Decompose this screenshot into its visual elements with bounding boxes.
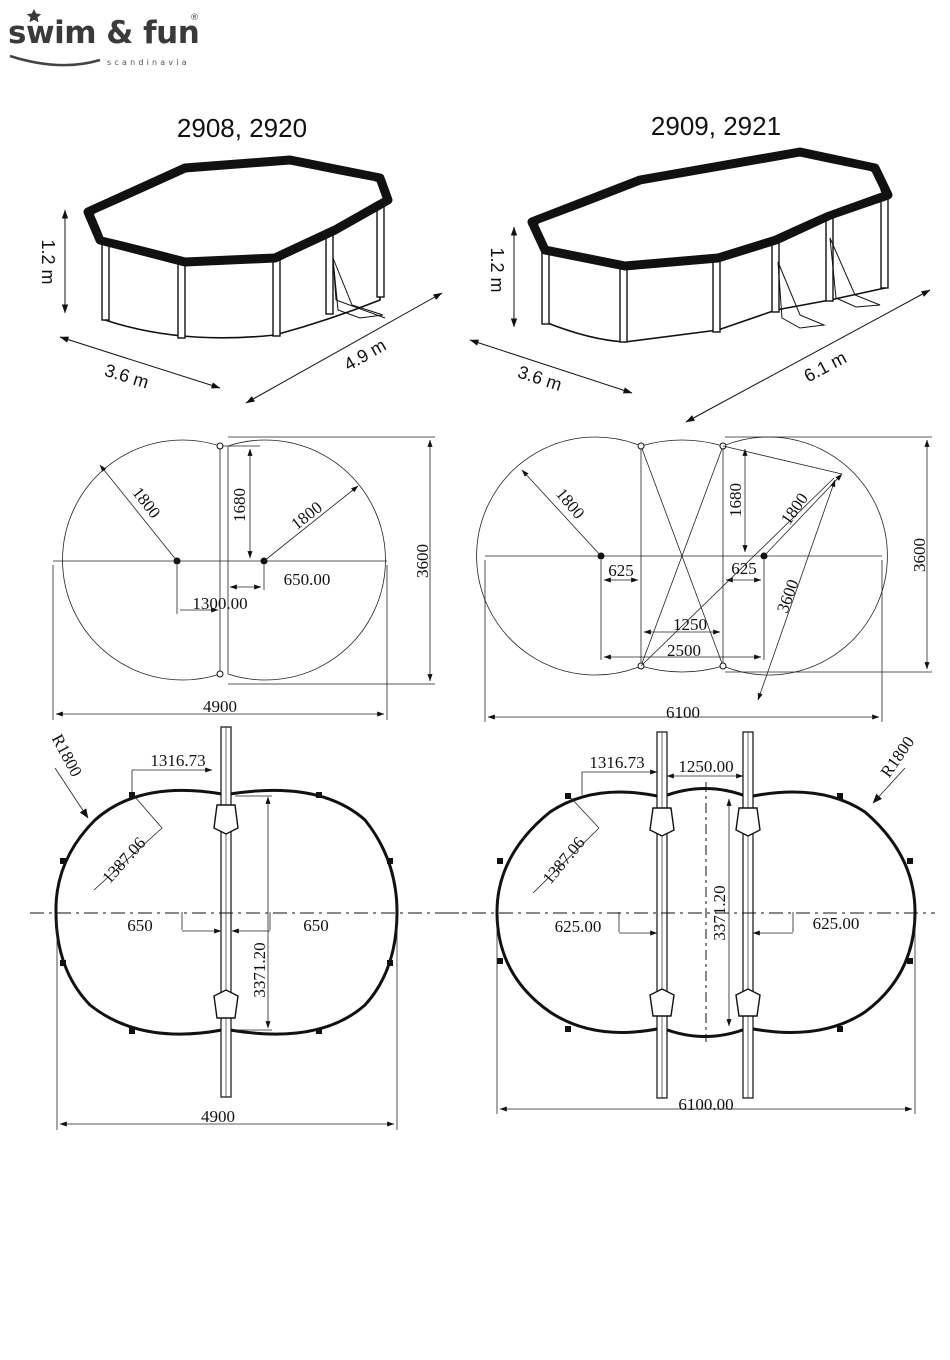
right-length-label: 6.1 m — [801, 347, 850, 386]
right-frame-offset-right: 625.00 — [813, 914, 860, 933]
left-height-label: 1.2 m — [38, 239, 58, 284]
left-frame-total-length: 4900 — [201, 1107, 235, 1126]
left-plan-half-straight: 1680 — [230, 488, 249, 522]
left-plan-radius-a: 1800 — [128, 483, 164, 521]
left-frame-offset-right: 650 — [303, 916, 329, 935]
left-frame — [30, 727, 465, 1130]
right-frame-chord-diag: 1387.06 — [539, 833, 589, 888]
right-plan-total-width: 3600 — [910, 538, 929, 572]
left-plan-total-width: 3600 — [413, 544, 432, 578]
left-frame-chord-top: 1316.73 — [150, 751, 205, 770]
right-plan-radius-a: 1800 — [552, 484, 588, 522]
left-plan-center-distance: 1300.00 — [192, 594, 247, 613]
left-frame-chord-diag: 1387.06 — [98, 833, 149, 887]
right-plan-half-straight: 1680 — [726, 483, 745, 517]
right-plan — [477, 437, 932, 722]
right-plan-diagonal: 3600 — [773, 577, 802, 615]
right-pool-3d: 1.2 m 3.6 m 6.1 m — [470, 152, 930, 422]
registered-mark: ® — [190, 13, 199, 23]
brand-tagline: scandinavia — [107, 58, 190, 67]
left-frame-offset-left: 650 — [127, 916, 153, 935]
left-plan-radius-b: 1800 — [287, 498, 325, 534]
right-frame-offset-left: 625.00 — [555, 917, 602, 936]
right-plan-span: 2500 — [667, 641, 701, 660]
right-model-title: 2909, 2921 — [651, 111, 781, 141]
left-width-label: 3.6 m — [102, 360, 151, 392]
left-plan-offset: 650.00 — [284, 570, 331, 589]
right-plan-offset-right: 625 — [731, 559, 757, 578]
right-plan-total-length: 6100 — [666, 703, 700, 722]
left-plan-total-length: 4900 — [203, 697, 237, 716]
right-plan-offset-left: 625 — [608, 561, 634, 580]
right-frame-total-length: 6100.00 — [678, 1095, 733, 1114]
left-model-title: 2908, 2920 — [177, 113, 307, 143]
right-frame-middle-width: 1250.00 — [678, 757, 733, 776]
right-frame-chord-top: 1316.73 — [589, 753, 644, 772]
left-plan — [53, 437, 435, 720]
right-width-label: 3.6 m — [515, 362, 564, 395]
right-plan-radius-b: 1800 — [777, 489, 812, 528]
right-frame-post-span: 3371.20 — [710, 885, 729, 940]
left-length-label: 4.9 m — [341, 335, 390, 375]
left-frame-post-span: 3371.20 — [250, 942, 269, 997]
right-plan-middle: 1250 — [673, 615, 707, 634]
brand-logo: swim & fun ® scandinavia — [8, 9, 199, 67]
left-frame-radius: R1800 — [48, 731, 86, 780]
right-frame-radius: R1800 — [877, 733, 919, 781]
right-height-label: 1.2 m — [487, 247, 507, 292]
right-frame — [445, 732, 935, 1114]
left-pool-3d: 1.2 m 3.6 m 4.9 m — [38, 160, 442, 403]
wave-swoosh-icon — [10, 56, 100, 65]
